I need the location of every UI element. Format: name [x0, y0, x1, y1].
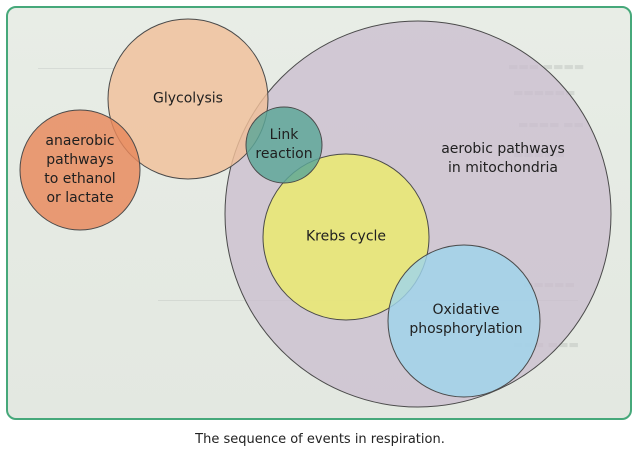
- krebs-cycle-circle: [262, 153, 430, 321]
- glycolysis-label: Glycolysis: [153, 90, 223, 107]
- figure-caption: The sequence of events in respiration.: [195, 432, 445, 447]
- oxidative-phosphorylation-circle: [387, 244, 541, 398]
- krebs-cycle-label: Krebs cycle: [305, 228, 387, 245]
- anaerobic-pathways-circle: [19, 109, 141, 231]
- link-reaction-circle: [245, 106, 323, 184]
- glycolysis-circle: [107, 18, 269, 180]
